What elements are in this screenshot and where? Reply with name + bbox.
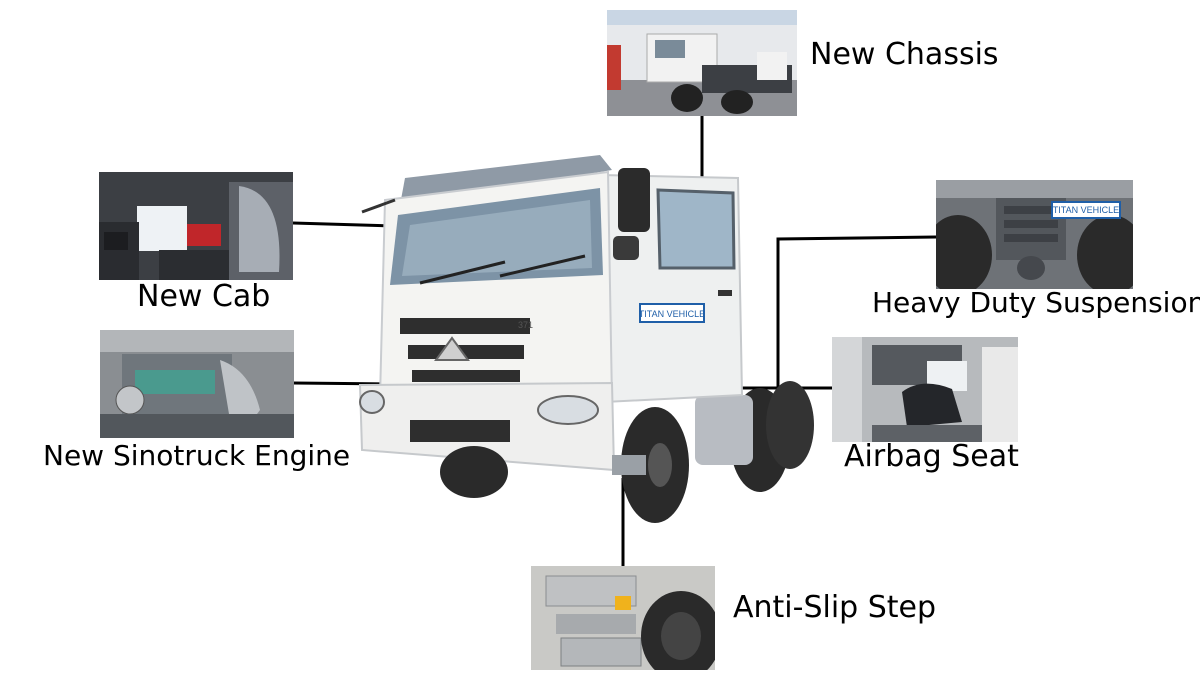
chassis-photo: [607, 10, 797, 116]
bumper-lower: [410, 420, 510, 442]
label-anti-slip-step: Anti-Slip Step: [733, 590, 937, 625]
label-new-sinotruck-engine: New Sinotruck Engine: [43, 439, 351, 472]
rear-wheel-2: [766, 381, 814, 469]
howo-badge: [434, 336, 470, 361]
fuel-tank: [695, 395, 753, 465]
anti-slip-step-photo: [531, 566, 715, 670]
door-plate: [639, 303, 705, 323]
headlight-right: [537, 395, 599, 425]
engine-photo: [100, 330, 294, 438]
suspension-photo: TITAN VEHICLE: [936, 180, 1133, 289]
connector-engine: [292, 381, 393, 386]
connector-suspension: [776, 235, 937, 392]
label-new-chassis: New Chassis: [810, 37, 999, 72]
grille-mid: [408, 345, 524, 359]
suspension-plate-text: TITAN VEHICLE: [1053, 205, 1119, 215]
headlight-left: [359, 390, 385, 414]
grille-low: [412, 370, 520, 382]
grille-upper: [400, 318, 530, 334]
side-mirror: [618, 168, 650, 232]
door-window: [656, 188, 736, 270]
grille-badge-text: 371: [518, 320, 533, 330]
door-plate-text: TITAN VEHICLE: [639, 309, 705, 319]
label-airbag-seat: Airbag Seat: [844, 439, 1019, 474]
cab-photo: [99, 172, 293, 280]
label-new-cab: New Cab: [137, 279, 271, 314]
label-heavy-duty-suspension: Heavy Duty Suspension: [872, 286, 1200, 319]
front-wheel-left: [440, 446, 508, 498]
door-handle: [718, 290, 732, 296]
airbag-seat-photo: [832, 337, 1018, 442]
cab-step: [612, 455, 646, 475]
